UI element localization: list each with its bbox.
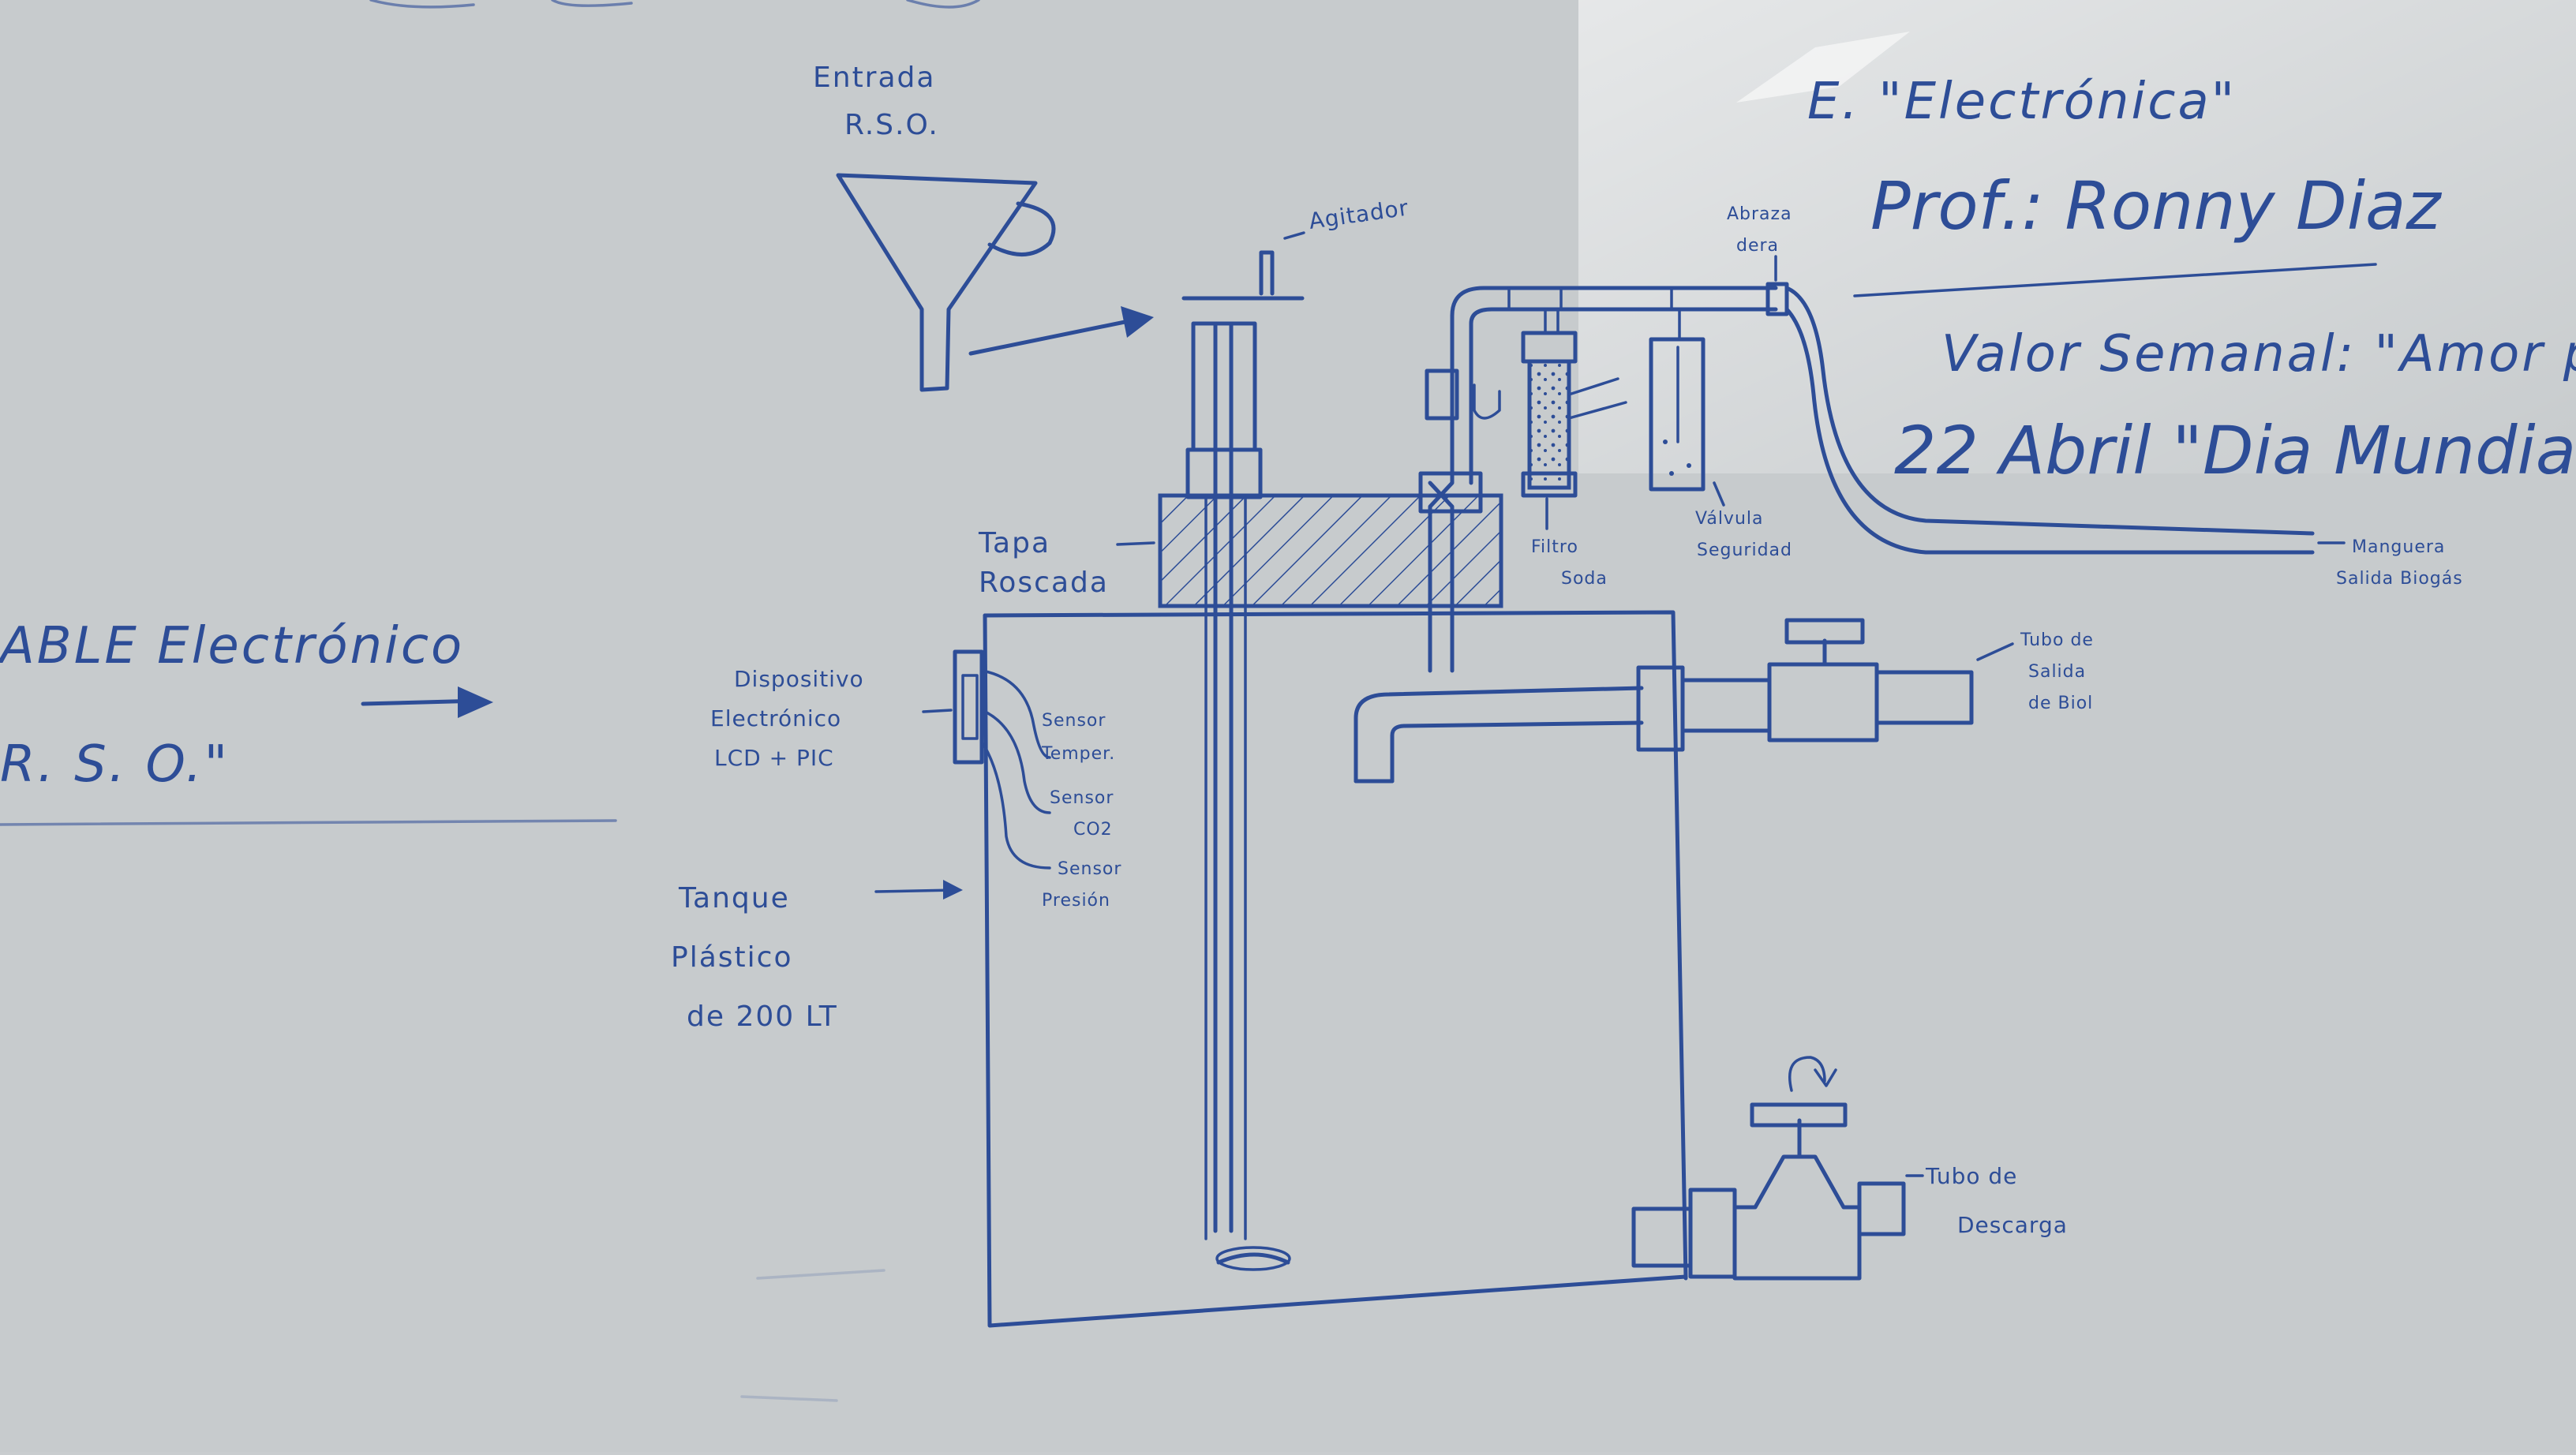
- label-tapa-2: Roscada: [979, 567, 1109, 599]
- right-note-professor: Prof.: Ronny Diaz: [1870, 167, 2443, 245]
- right-note-date: 22 Abril "Dia Mundial del: [1894, 412, 2576, 489]
- right-note-title: E. "Electrónica": [1807, 73, 2237, 131]
- label-biol-3: de Biol: [2028, 694, 2093, 713]
- label-filtro-1: Filtro: [1531, 537, 1578, 557]
- label-tanque-2: Plástico: [671, 941, 792, 974]
- label-dispositivo-1: Dispositivo: [734, 666, 864, 692]
- label-valvula-1: Válvula: [1695, 509, 1764, 529]
- right-note-value: Valor Semanal: "Amor por l: [1941, 325, 2576, 383]
- label-sensor-co2-1: Sensor: [1050, 788, 1114, 808]
- left-note-line2: R. S. O.": [0, 735, 230, 794]
- label-valvula-2: Seguridad: [1697, 540, 1792, 560]
- label-sensor-temp-2: Temper.: [1041, 744, 1115, 764]
- label-abrazadera-1: Abraza: [1727, 204, 1792, 224]
- label-tanque-3: de 200 LT: [687, 1001, 838, 1033]
- label-descarga-1: Tubo de: [1925, 1163, 2017, 1189]
- label-dispositivo-2: Electrónico: [710, 705, 841, 731]
- label-manguera-2: Salida Biogás: [2336, 569, 2463, 589]
- label-tanque-1: Tanque: [678, 882, 790, 915]
- label-manguera-1: Manguera: [2352, 537, 2445, 557]
- label-sensor-co2-2: CO2: [1073, 820, 1113, 840]
- label-entrada-1: Entrada: [813, 62, 935, 94]
- label-biol-2: Salida: [2028, 662, 2086, 682]
- label-biol-1: Tubo de: [2020, 630, 2094, 650]
- label-descarga-2: Descarga: [1957, 1212, 2068, 1238]
- left-note-line1: ABLE Electrónico: [0, 617, 464, 675]
- label-abrazadera-2: dera: [1736, 236, 1779, 256]
- label-sensor-temp-1: Sensor: [1042, 711, 1106, 731]
- label-sensor-pres-1: Sensor: [1058, 859, 1121, 879]
- label-sensor-pres-2: Presión: [1042, 891, 1110, 911]
- label-filtro-2: Soda: [1561, 569, 1608, 589]
- label-entrada-2: R.S.O.: [844, 109, 939, 141]
- label-dispositivo-3: LCD + PIC: [714, 745, 834, 771]
- label-tapa-1: Tapa: [978, 527, 1050, 559]
